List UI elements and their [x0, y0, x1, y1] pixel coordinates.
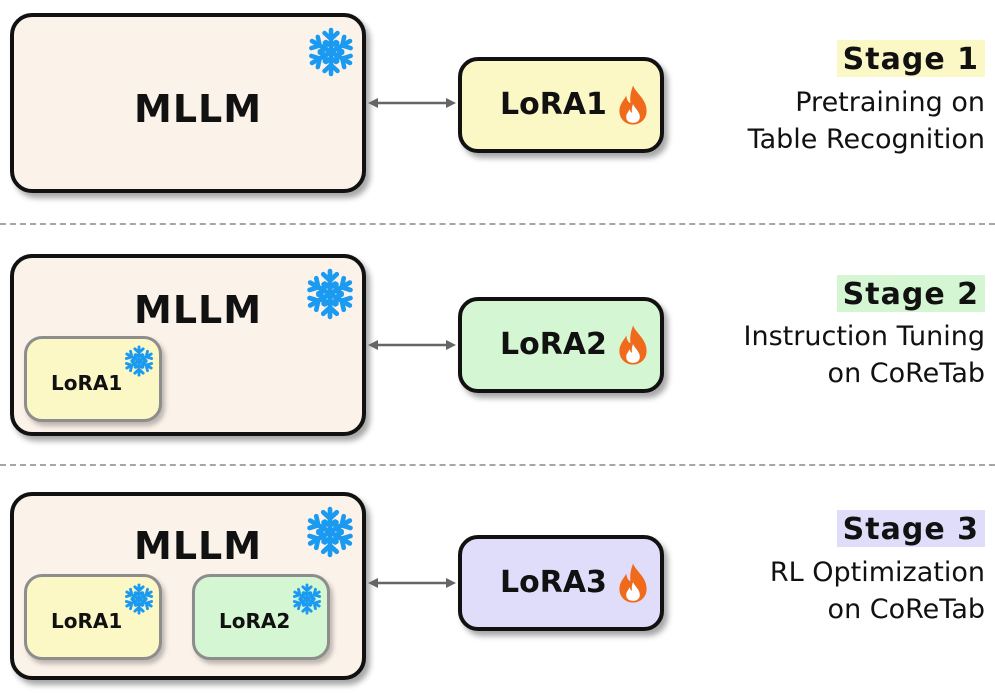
snowflake-icon	[306, 27, 356, 77]
stage-label: Stage 3	[836, 510, 985, 547]
fire-icon	[616, 83, 650, 127]
lora-label: LoRA2	[500, 327, 607, 362]
inner-lora2-box: LoRA2	[192, 574, 330, 660]
mllm-label: MLLM	[134, 87, 263, 131]
description-line: RL Optimization	[769, 557, 985, 588]
stage-description: RL Optimization on CoReTab	[770, 554, 985, 628]
stage-description: Instruction Tuning on CoReTab	[744, 318, 985, 392]
inner-lora-label: LoRA2	[219, 609, 291, 633]
bidirectional-arrow	[368, 98, 456, 108]
bidirectional-arrow	[368, 578, 456, 588]
lora-label: LoRA3	[500, 565, 607, 600]
description-line: Pretraining on	[795, 87, 985, 118]
inner-lora1-box: LoRA1	[24, 336, 162, 422]
fire-icon	[616, 561, 650, 605]
description-line: Table Recognition	[747, 124, 985, 155]
lora1-box: LoRA1	[458, 57, 664, 153]
snowflake-icon	[304, 506, 356, 558]
snowflake-icon	[123, 583, 155, 615]
stage-label: Stage 1	[836, 40, 985, 77]
lora-label: LoRA1	[500, 87, 607, 122]
snowflake-icon	[291, 583, 323, 615]
stage-description: Pretraining on Table Recognition	[748, 84, 985, 158]
stage-label: Stage 2	[836, 275, 985, 312]
lora3-box: LoRA3	[458, 535, 664, 631]
bidirectional-arrow	[368, 340, 456, 350]
snowflake-icon	[123, 345, 155, 377]
lora2-box: LoRA2	[458, 297, 664, 393]
dashed-divider	[0, 223, 995, 225]
inner-lora-label: LoRA1	[51, 371, 123, 395]
snowflake-icon	[304, 268, 356, 320]
description-line: Instruction Tuning	[743, 321, 985, 352]
mllm-label: MLLM	[134, 288, 263, 332]
inner-lora-label: LoRA1	[51, 609, 123, 633]
dashed-divider	[0, 464, 995, 466]
fire-icon	[616, 323, 650, 367]
inner-lora1-box: LoRA1	[24, 574, 162, 660]
description-line: on CoReTab	[827, 358, 985, 389]
mllm-box: MLLM	[10, 13, 366, 193]
mllm-box: MLLM LoRA1 LoRA2	[10, 492, 366, 680]
description-line: on CoReTab	[827, 594, 985, 625]
mllm-label: MLLM	[134, 524, 263, 568]
mllm-box: MLLM LoRA1	[10, 254, 366, 436]
